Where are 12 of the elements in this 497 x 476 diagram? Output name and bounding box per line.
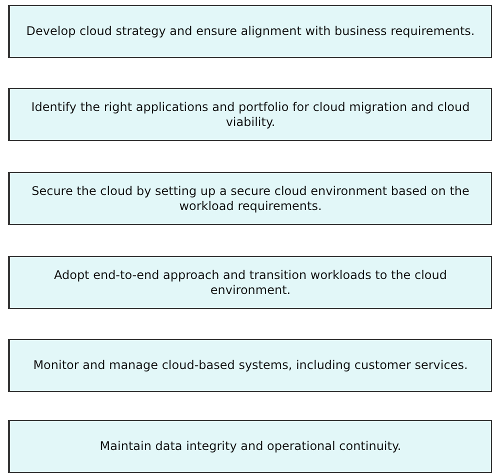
step-text: Maintain data integrity and operational continuity. [100, 439, 402, 454]
step-text: Identify the right applications and portfolio for cloud migration and cloud viability. [30, 100, 471, 130]
step-text: Monitor and manage cloud-based systems, including customer services. [33, 358, 468, 373]
process-box [8, 172, 492, 225]
process-box [8, 88, 492, 141]
process-box [8, 339, 492, 392]
step-text: Develop cloud strategy and ensure alignment with business requirements. [26, 24, 475, 39]
step-text: Adopt end-to-end approach and transition workloads to the cloud environment. [52, 268, 448, 298]
process-box [8, 5, 492, 58]
process-box [8, 420, 492, 473]
step-text: Secure the cloud by setting up a secure cloud environment based on the workload requirements. [30, 184, 470, 214]
process-box [8, 256, 492, 309]
